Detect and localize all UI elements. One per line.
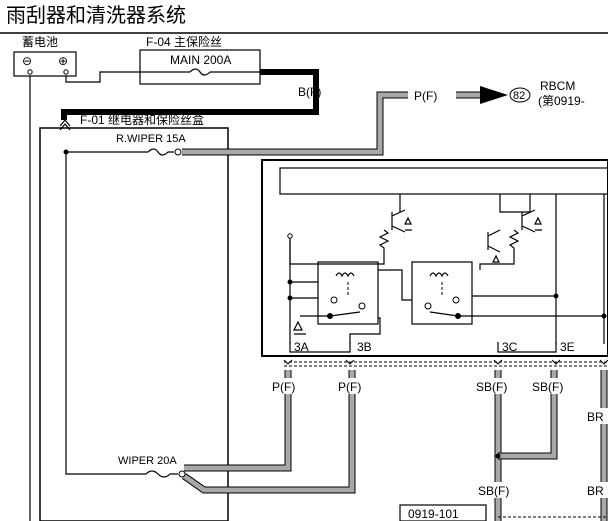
battery-positive-icon: ⊕: [58, 54, 68, 68]
rbcm-badge: [509, 87, 531, 103]
battery-positive-wire: [65, 71, 140, 83]
bf-feed-wire: [61, 69, 319, 120]
rbcm-name: RBCM: [540, 79, 575, 93]
wire-label-sbf-lower: SB(F): [478, 484, 509, 498]
terminal-node: [287, 233, 293, 239]
battery-negative-icon: ⊖: [22, 54, 32, 68]
fuse-wiper-symbol: [136, 470, 178, 478]
connector-arrow-icon: [283, 359, 608, 365]
label-bg: [584, 482, 608, 498]
ground-icon: [534, 216, 542, 231]
relay-1-coil-icon: [335, 272, 355, 278]
wire-label-sbf-3e: SB(F): [532, 380, 563, 394]
pf-label-bg: [408, 88, 456, 102]
rbcm-number: 82: [513, 90, 525, 102]
module-wire: [378, 269, 412, 301]
transistor-1-icon: [391, 209, 406, 233]
connector-3a-3b-bracket: [289, 342, 351, 353]
label-bg: [334, 378, 378, 394]
wire-label-sbf-3c: SB(F): [476, 380, 507, 394]
label-bg: [528, 378, 578, 394]
fuse-wiper-label: WIPER 20A: [118, 455, 177, 467]
relay-2-contact: [424, 302, 432, 310]
sbf-wire-3e: [498, 370, 557, 459]
connector-3c: 3C: [502, 340, 518, 354]
label-bg: [474, 482, 524, 498]
wire-label-br-lower: BR: [587, 484, 604, 498]
label-bg: [268, 378, 312, 394]
pf-wire-3a: [184, 370, 291, 471]
ref-box-label: 0919-101: [408, 507, 459, 521]
module-wire: [349, 317, 381, 344]
junction-node: [287, 295, 293, 301]
relay-box-internal-bus: [65, 150, 136, 475]
ground-icon: [293, 320, 306, 335]
relay-1-pivot: [327, 313, 333, 319]
wiper-module-header: [279, 167, 608, 195]
main-fuse-box-label: F-04 主保险丝: [146, 34, 222, 49]
junction-node: [287, 279, 293, 285]
battery-label: 蓄电池: [22, 35, 58, 49]
resistor-2-icon: [508, 229, 520, 252]
rbcm-ref: (第0919-: [538, 94, 585, 108]
fuse-rwiper-symbol: [66, 148, 174, 156]
connector-3c-bracket: [497, 342, 557, 353]
relay-2-pivot: [455, 313, 461, 319]
main-fuse-box: [139, 49, 261, 85]
battery-pos-terminal: [63, 69, 69, 75]
relay-2-contact: [452, 296, 460, 304]
pf-wire-rbcm-outline: [182, 91, 480, 156]
rbcm-arrow-icon: [480, 86, 508, 104]
junction-node: [495, 453, 501, 459]
relay-1-contact: [358, 302, 366, 310]
relay-fuse-box-outline: [39, 127, 229, 521]
fuse-wiper-terminal: [178, 470, 186, 478]
transistor-3-icon: [487, 229, 501, 253]
stage-wire: [479, 252, 515, 270]
main-fuse-symbol: [140, 68, 260, 76]
ref-box: [399, 504, 487, 521]
fuse-rwiper-terminal: [174, 148, 182, 156]
relay-2-box: [411, 261, 473, 325]
connector-arrow-icon: [59, 119, 71, 131]
transistor-2-icon: [521, 209, 536, 233]
stage-wire: [289, 236, 385, 265]
battery-neg-terminal: [27, 69, 33, 75]
resistor-1-icon: [378, 229, 390, 252]
connector-3e: 3E: [560, 340, 575, 354]
ground-icon: [404, 216, 412, 231]
wire-label-br-upper: BR: [587, 410, 604, 424]
ground-icon: [492, 254, 500, 263]
wire-label-pf-top: P(F): [414, 89, 437, 103]
label-bg: [472, 378, 522, 394]
wire-label-pf-3b: P(F): [338, 380, 361, 394]
junction-node: [63, 149, 69, 155]
page-title: 雨刮器和清洗器系统: [6, 4, 186, 27]
stage-wire: [499, 194, 531, 213]
connector-3b: 3B: [357, 340, 372, 354]
main-fuse-label: MAIN 200A: [170, 53, 231, 67]
relay-1-box: [317, 261, 379, 325]
label-bg: [584, 408, 608, 424]
fuse-rwiper-label: R.WIPER 15A: [116, 133, 186, 145]
relay-2-coil-icon: [429, 272, 449, 278]
pf-wire-rbcm: [182, 92, 480, 155]
relay-box-label: F-01 继电器和保险丝盒: [80, 112, 204, 127]
wiper-module-outline: [261, 159, 608, 357]
wire-label-bf: B(F): [298, 85, 321, 99]
wire-label-pf-3a: P(F): [272, 380, 295, 394]
pf-wire-3b: [182, 370, 355, 493]
relay-1-contact: [330, 296, 338, 304]
connector-3a: 3A: [294, 340, 309, 354]
